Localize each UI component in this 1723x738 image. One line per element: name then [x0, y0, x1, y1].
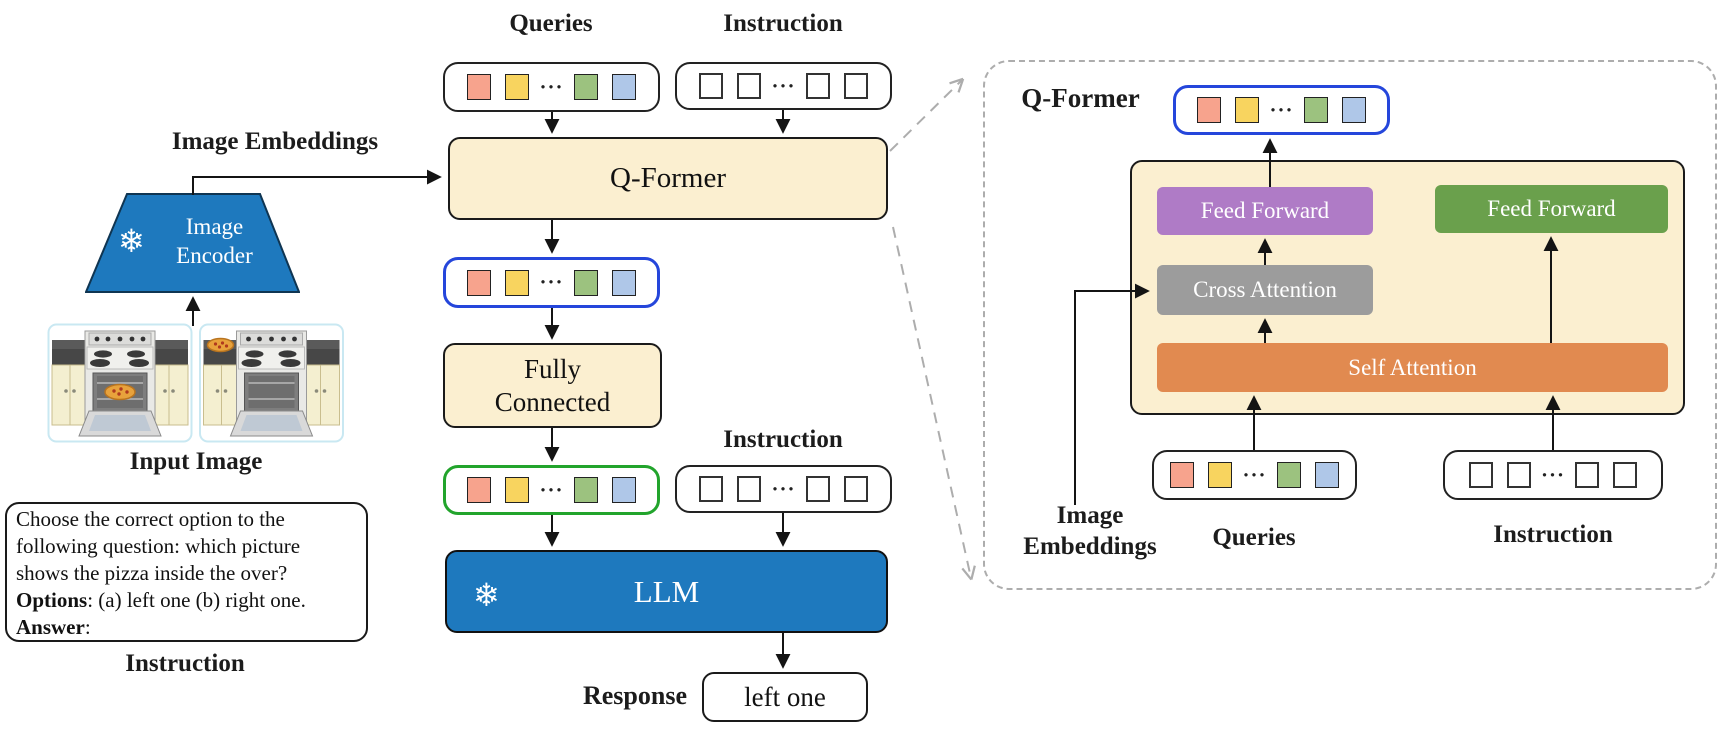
text-token [737, 73, 762, 99]
panel-queries-label: Queries [1212, 524, 1296, 551]
query-token [505, 269, 530, 296]
instruction-label-top: Instruction [723, 10, 843, 37]
fully-connected-module: Fully Connected [443, 343, 662, 428]
input-image-label: Input Image [129, 448, 263, 475]
self-attention-module: Self Attention [1157, 343, 1668, 392]
text-token [1468, 462, 1493, 488]
instruction-token-strip-mid: ··· [675, 465, 892, 513]
panel-instruction-label: Instruction [1493, 521, 1613, 548]
snowflake-icon: ❄ [473, 577, 500, 613]
query-token [505, 74, 530, 100]
text-token [699, 73, 724, 99]
prompt-line-1: Choose the correct option to the [16, 507, 285, 531]
llm-label: LLM [633, 573, 700, 609]
ellipsis-tokens: ··· [539, 74, 564, 99]
text-token [699, 476, 724, 502]
query-token [1314, 462, 1339, 488]
query-token [573, 477, 598, 503]
text-token [805, 476, 830, 502]
query-token [505, 477, 530, 503]
query-token [1197, 97, 1222, 123]
panel-queries-token-strip: ··· [1152, 450, 1357, 500]
feed-forward-left-module: Feed Forward [1157, 187, 1373, 235]
text-token [843, 476, 868, 502]
instruction-token-strip-top: ··· [675, 62, 892, 110]
response-value-box: left one [702, 672, 868, 722]
ellipsis-tokens: ··· [771, 73, 796, 98]
image-embeddings-label: Image Embeddings [171, 128, 379, 155]
response-label: Response [582, 681, 687, 710]
ellipsis-tokens: ··· [1540, 462, 1565, 487]
prompt-options-line: Options: (a) left one (b) right one. [16, 588, 306, 612]
query-token [467, 74, 492, 100]
cross-attention-module: Cross Attention [1157, 265, 1373, 315]
qformer-module: Q-Former [448, 137, 888, 220]
queries-token-strip-top: ··· [443, 62, 660, 112]
query-token [1276, 462, 1301, 488]
input-image-pizza-inside-oven [47, 323, 193, 443]
query-output-token-strip: ··· [443, 257, 660, 308]
ellipsis-tokens: ··· [1242, 462, 1267, 487]
text-token [805, 73, 830, 99]
instruction-prompt-box: Choose the correct option to the followi… [5, 502, 368, 642]
query-token [467, 269, 492, 296]
panel-image-embeddings-label: Image Embeddings [1023, 502, 1157, 560]
text-token [843, 73, 868, 99]
query-token [573, 269, 598, 296]
prompt-line-2: following question: which picture [16, 534, 301, 558]
feed-forward-right-module: Feed Forward [1435, 185, 1668, 233]
text-token [1575, 462, 1599, 488]
query-token [1341, 97, 1366, 123]
query-token [611, 74, 636, 100]
text-token [1506, 462, 1531, 488]
query-token [1235, 97, 1260, 123]
instruction-label-mid: Instruction [723, 426, 843, 453]
panel-qformer-title: Q-Former [1021, 83, 1140, 113]
query-token [1170, 462, 1195, 488]
query-token [573, 74, 598, 100]
query-token [1208, 462, 1233, 488]
image-encoder-label: Image Encoder [176, 214, 253, 268]
panel-output-token-strip: ··· [1173, 85, 1390, 135]
ellipsis-tokens: ··· [539, 477, 564, 502]
query-token [467, 477, 492, 503]
input-image-pizza-on-counter [199, 323, 344, 443]
text-token [1613, 462, 1637, 488]
prompt-answer-line: Answer: [16, 615, 91, 639]
projected-token-strip: ··· [443, 465, 660, 515]
text-token [737, 476, 762, 502]
ellipsis-tokens: ··· [1269, 97, 1294, 122]
query-token [611, 477, 636, 503]
snowflake-icon: ❄ [118, 223, 145, 259]
ellipsis-tokens: ··· [771, 476, 796, 501]
query-token [611, 269, 636, 296]
instruction-label-bottom: Instruction [125, 650, 245, 677]
ellipsis-tokens: ··· [539, 270, 564, 294]
prompt-line-3: shows the pizza inside the over? [16, 561, 288, 585]
llm-module: ❄ LLM [445, 550, 888, 633]
panel-instruction-token-strip: ··· [1443, 450, 1663, 500]
queries-label-top: Queries [509, 10, 593, 37]
query-token [1303, 97, 1328, 123]
